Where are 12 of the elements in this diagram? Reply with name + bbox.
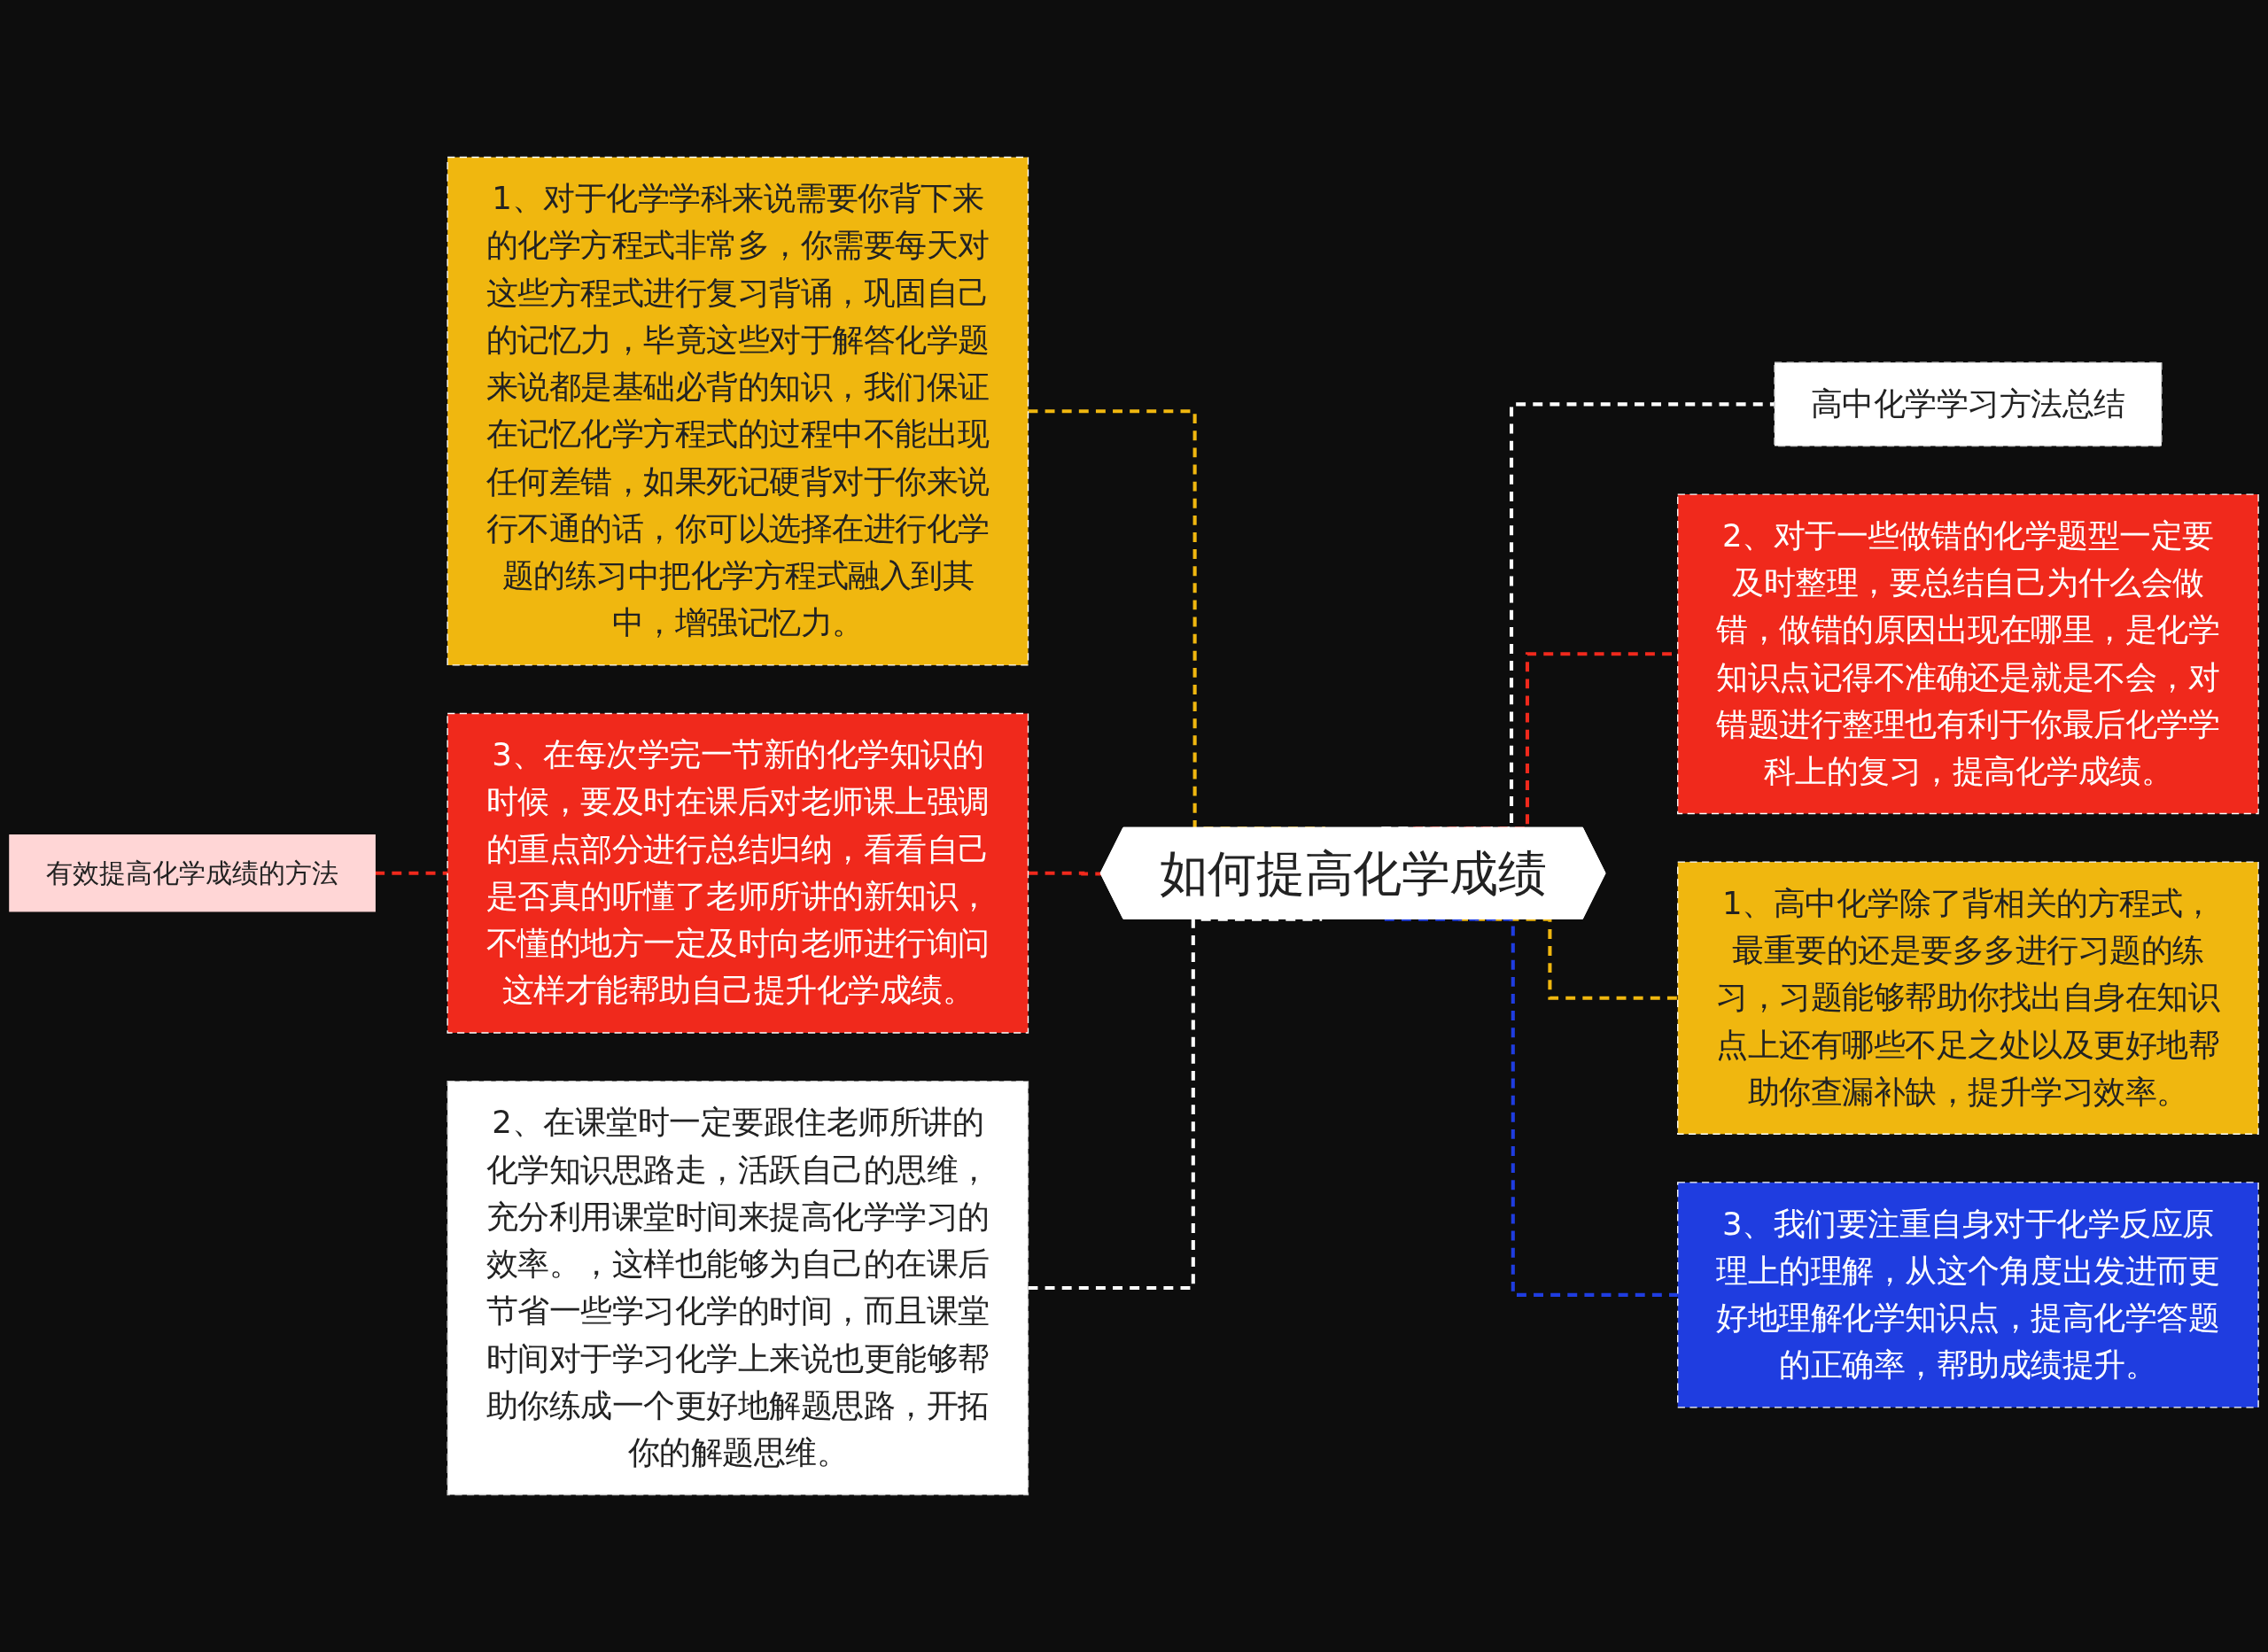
node-box: 有效提高化学成绩的方法 (9, 834, 376, 912)
node-box: 3、在每次学完一节新的化学知识的时候，要及时在课后对老师课上强调的重点部分进行总结归纳，看看自己是否真的听懂了老师所讲的新知识，不懂的地方一定及时向老师进行询问这样才能帮助自己提升化学成绩。 (447, 712, 1029, 1034)
connector (1028, 871, 1102, 876)
connector (375, 871, 448, 875)
connector (1028, 917, 1323, 1291)
node-box: 2、在课堂时一定要跟住老师所讲的化学知识思路走，活跃自己的思维，充分利用课堂时间来提高化学学习的效率。，这样也能够为自己的在课后节省一些学习化学的时间，而且课堂时间对于学习化学上来说也更能够帮助你练成一个更好地解题思路，开拓你的解题思维。 (447, 1080, 1029, 1496)
node-box: 1、高中化学除了背相关的方程式，最重要的还是要多多进行习题的练习，习题能够帮助你找出自身在知识点上还有哪些不足之处以及更好地帮助你查漏补缺，提升学习效率。 (1677, 861, 2259, 1135)
node-box: 高中化学学习方法总结 (1774, 361, 2163, 447)
node-box: 1、对于化学学科来说需要你背下来的化学方程式非常多，你需要每天对这些方程式进行复习背诵，巩固自己的记忆力，毕竟这些对于解答化学题来说都是基础必背的知识，我们保证在记忆化学方程式的过程中不能出现任何差错，如果死记硬背对于你来说行不通的话，你可以选择在进行化学题的练习中把化学方程式融入到其中，增强记忆力。 (447, 156, 1029, 666)
connector (1384, 917, 1678, 1297)
node-box: 2、对于一些做错的化学题型一定要及时整理，要总结自己为什么会做错，做错的原因出现在哪里，是化学知识点记得不准确还是就是不会，对错题进行整理也有利于你最后化学学科上的复习，提高化学成绩。 (1677, 493, 2259, 815)
node-box: 3、我们要注重自身对于化学反应原理上的理解，从这个角度出发进而更好地理解化学知识点，提高化学答题的正确率，帮助成绩提升。 (1677, 1182, 2259, 1408)
